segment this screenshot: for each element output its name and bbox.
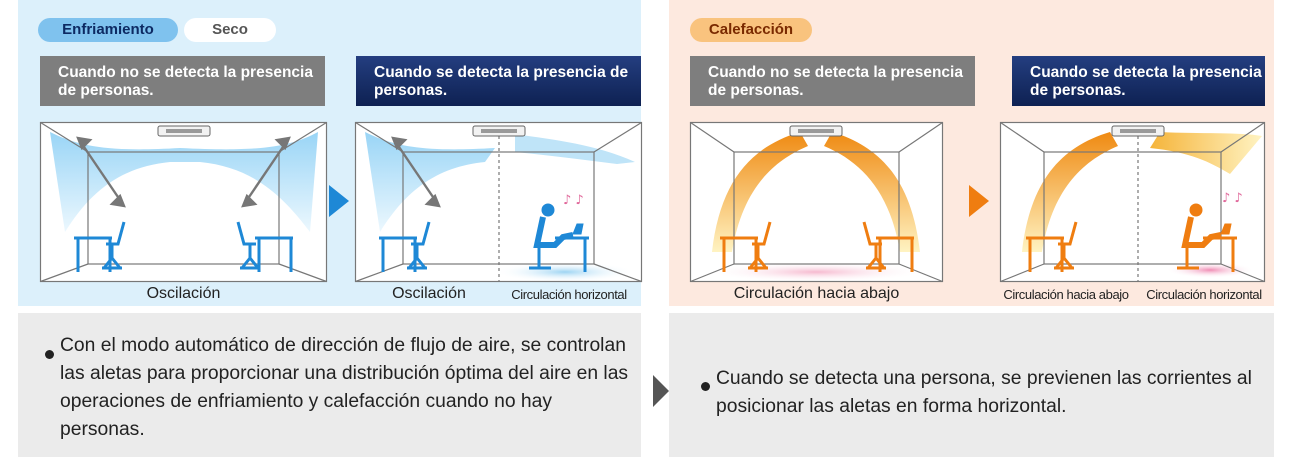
- desk-chair-icon: [379, 221, 431, 272]
- mode-tag-dry: Seco: [184, 18, 276, 42]
- play-arrow-icon: [653, 375, 669, 407]
- scenario-header-no-person-heating: Cuando no se detecta la presencia de per…: [690, 56, 975, 106]
- scenario-header-no-person-cooling: Cuando no se detecta la presencia de per…: [40, 56, 325, 106]
- ceiling-cassette-icon: [1111, 125, 1165, 137]
- desk-chair-icon: [236, 221, 293, 272]
- ceiling-cassette-icon: [789, 125, 843, 137]
- bullet-icon: [45, 350, 54, 359]
- desk-chair-icon: [1026, 221, 1078, 272]
- scenario-header-person-heating: Cuando se detecta la presencia de person…: [1012, 56, 1265, 106]
- ceiling-cassette-icon: [472, 125, 526, 137]
- caption-horizontal: Circulación horizontal: [511, 287, 627, 302]
- desk-chair-icon: [74, 221, 126, 272]
- mode-tag-cooling: Enfriamiento: [38, 18, 178, 42]
- desk-chair-icon: [720, 221, 772, 272]
- caption-downward: Circulación hacia abajo: [733, 285, 900, 302]
- caption-swing-2: Oscilación: [392, 285, 466, 302]
- caption-horizontal-2: Circulación horizontal: [1146, 287, 1262, 302]
- bullet-icon: [701, 382, 710, 391]
- ceiling-cassette-icon: [157, 125, 211, 137]
- caption-swing: Oscilación: [146, 285, 221, 302]
- mode-tag-heating: Calefacción: [690, 18, 812, 42]
- description-left: Con el modo automático de dirección de f…: [60, 335, 629, 440]
- room-illustration-cooling-swing: [39, 121, 328, 283]
- svg-text:♪ ♪: ♪ ♪: [563, 193, 584, 208]
- description-right: Cuando se detecta una persona, se previe…: [716, 368, 1252, 417]
- play-arrow-icon: [969, 185, 989, 217]
- svg-text:♪ ♪: ♪ ♪: [1222, 191, 1243, 206]
- room-illustration-cooling-horizontal: ♪ ♪: [354, 121, 643, 283]
- scenario-header-person-cooling: Cuando se detecta la presencia de person…: [356, 56, 641, 106]
- music-notes-icon: ♪ ♪: [1222, 191, 1243, 206]
- room-illustration-heating-down: [689, 121, 944, 283]
- description-box-right: [669, 313, 1274, 457]
- music-notes-icon: ♪ ♪: [563, 193, 584, 208]
- caption-downward-2: Circulación hacia abajo: [1003, 287, 1129, 302]
- room-illustration-heating-horizontal: ♪ ♪: [999, 121, 1266, 283]
- desk-chair-icon: [862, 221, 914, 272]
- description-box-left: [18, 313, 641, 457]
- play-arrow-icon: [329, 185, 349, 217]
- seated-person-icon: [1177, 203, 1237, 272]
- seated-person-icon: [529, 203, 589, 272]
